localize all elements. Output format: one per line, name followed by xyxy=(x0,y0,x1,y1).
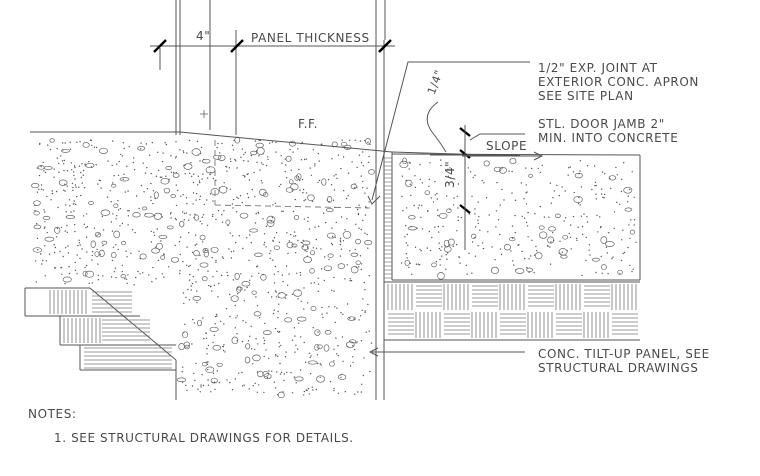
tilt-up-panel-line-1: CONC. TILT-UP PANEL, SEE xyxy=(538,347,710,361)
slope-label: SLOPE xyxy=(486,139,527,153)
door-jamb-callout: STL. DOOR JAMB 2" MIN. INTO CONCRETE xyxy=(538,117,678,145)
expansion-joint-line-1: 1/2" EXP. JOINT AT xyxy=(538,61,658,75)
note-item-1: 1. SEE STRUCTURAL DRAWINGS FOR DETAILS. xyxy=(54,431,354,445)
leader-lines xyxy=(371,61,530,353)
concrete-slab-texture xyxy=(31,136,637,399)
expansion-joint-line-3: SEE SITE PLAN xyxy=(538,89,634,103)
quarter-inch-dimension: 1/4" xyxy=(425,68,446,96)
tilt-up-panel-callout: CONC. TILT-UP PANEL, SEE STRUCTURAL DRAW… xyxy=(538,347,710,375)
door-jamb-line-2: MIN. INTO CONCRETE xyxy=(538,131,678,145)
notes-heading: NOTES: xyxy=(28,407,77,421)
tilt-up-panel-line-2: STRUCTURAL DRAWINGS xyxy=(538,361,698,375)
slope-arrow xyxy=(462,151,544,161)
panel-thickness-dimension xyxy=(150,36,395,70)
four-inch-dimension: 4" xyxy=(196,29,210,43)
compacted-base-hatch-right xyxy=(387,284,638,338)
panel-thickness-label: PANEL THICKNESS xyxy=(251,31,370,45)
compacted-base-hatch-left xyxy=(49,290,172,369)
leader-arrowheads xyxy=(367,195,381,357)
finish-floor-label: F.F. xyxy=(298,117,318,131)
crosshair-marker xyxy=(200,110,208,118)
door-jamb-line-1: STL. DOOR JAMB 2" xyxy=(538,117,665,131)
expansion-joint-hatch xyxy=(384,157,392,279)
jamb-dimension xyxy=(430,125,520,250)
panel-center-lines xyxy=(214,140,371,209)
expansion-joint-callout: 1/2" EXP. JOINT AT EXTERIOR CONC. APRON … xyxy=(538,61,699,103)
expansion-joint-line-2: EXTERIOR CONC. APRON xyxy=(538,75,699,89)
three-quarter-inch-dimension: 3/4" xyxy=(443,161,457,188)
